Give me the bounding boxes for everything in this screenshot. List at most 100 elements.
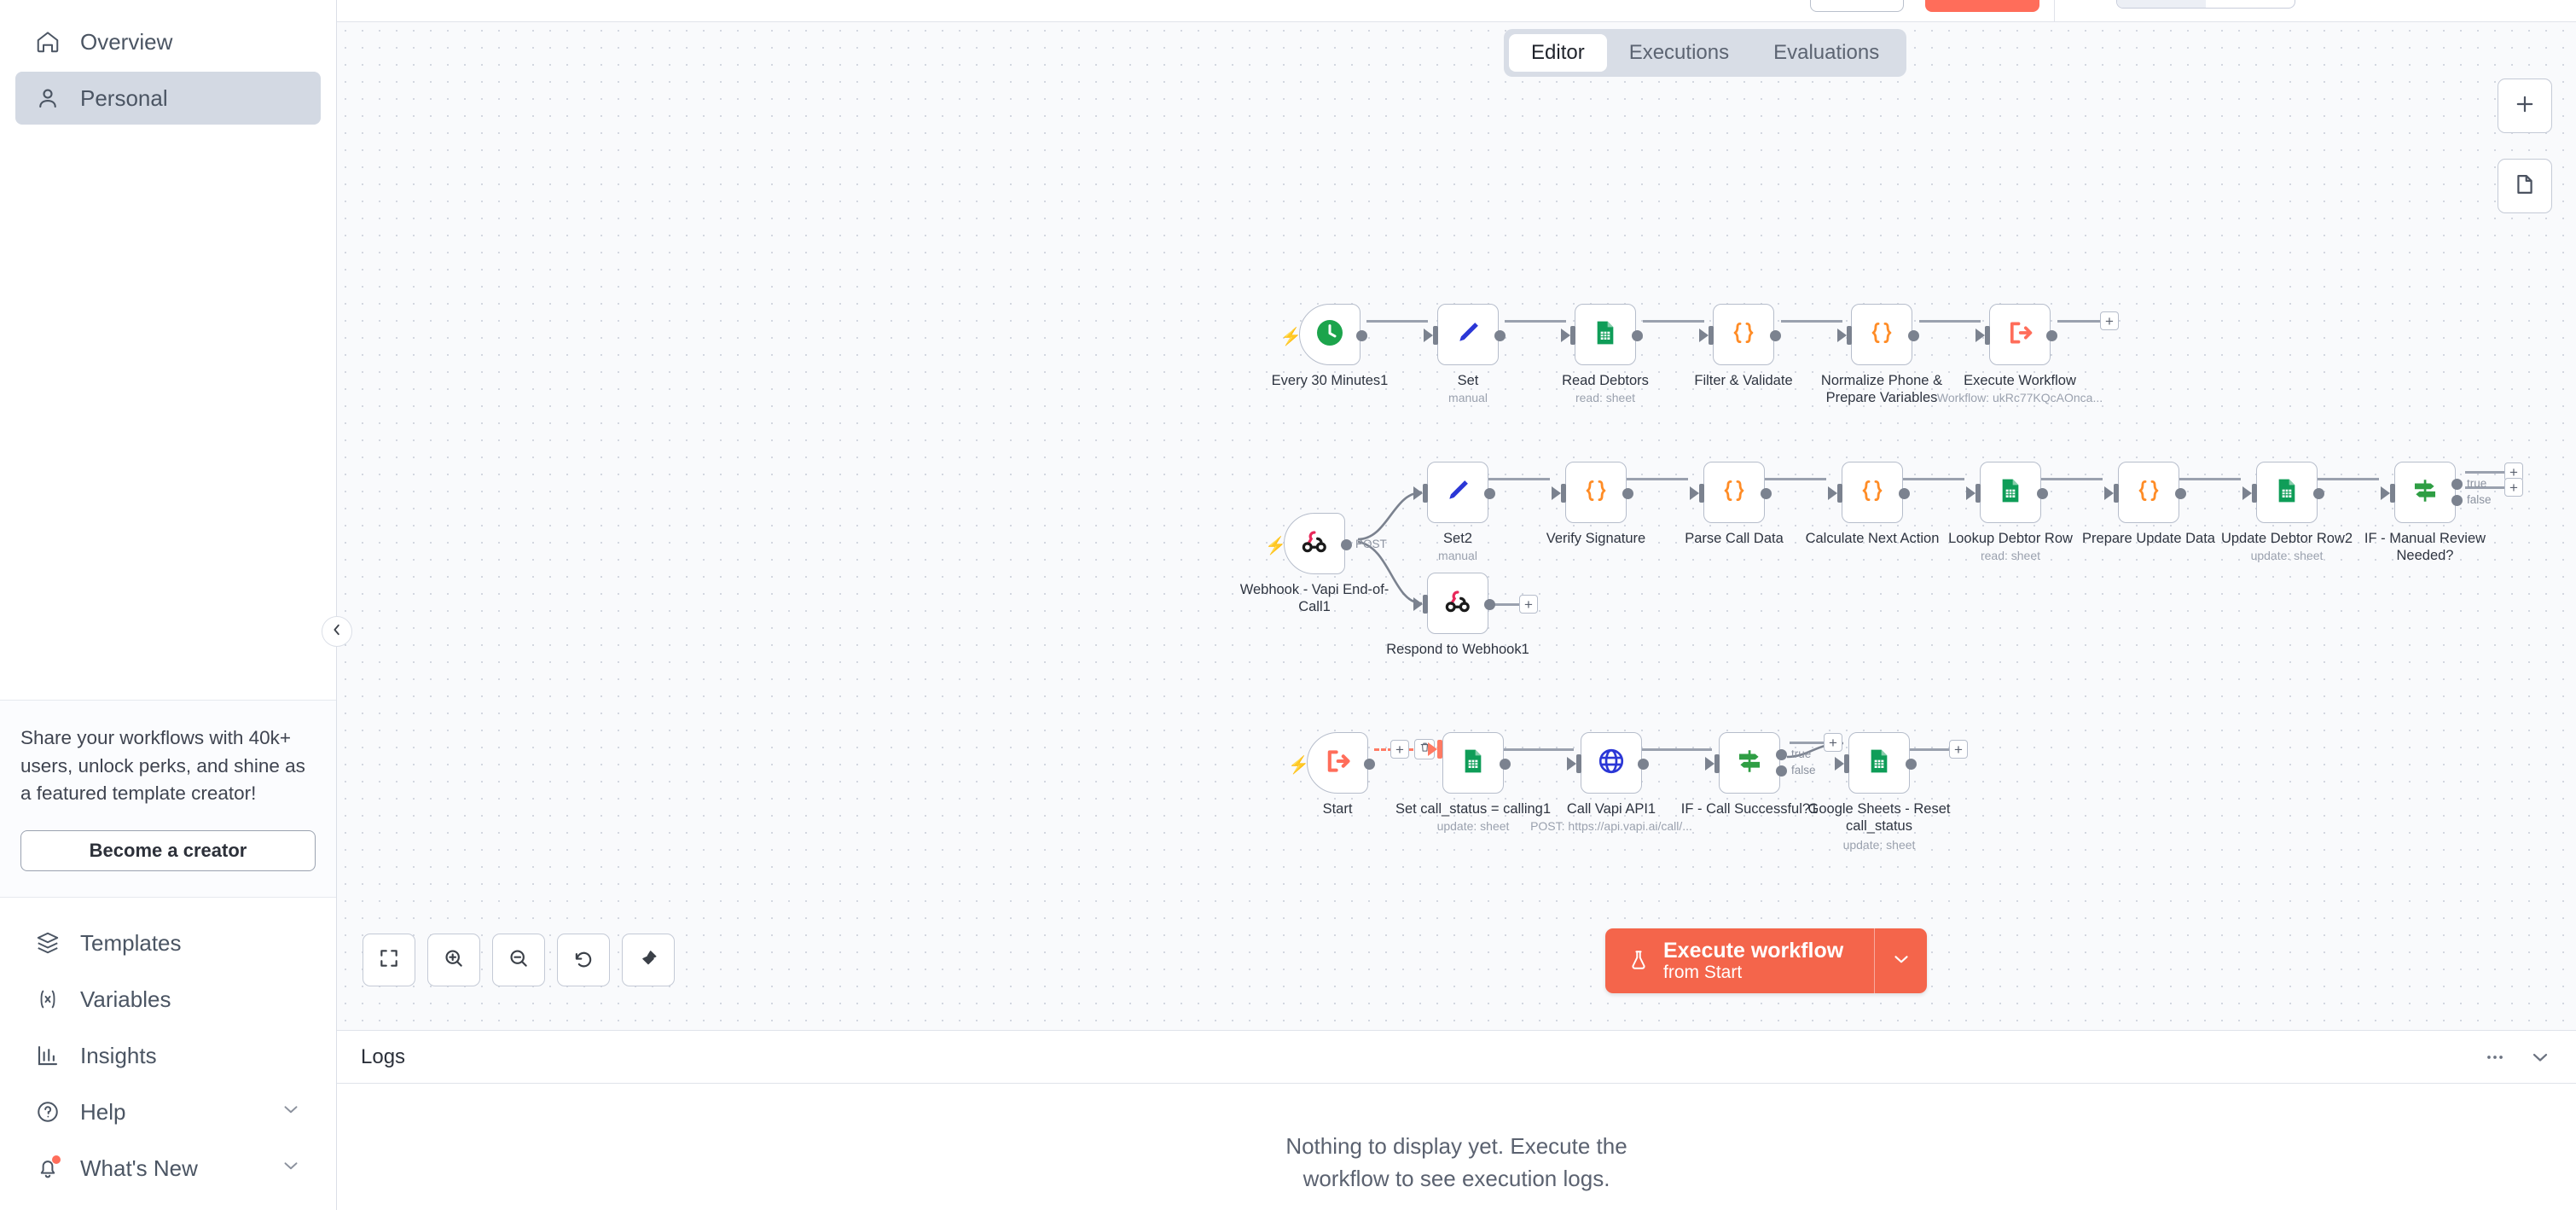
node-body[interactable]: true false	[1705, 732, 1816, 794]
topbar-secondary-button[interactable]	[1810, 0, 1904, 12]
node-body[interactable]	[1835, 732, 1917, 794]
sidebar-item-help[interactable]: Help	[15, 1085, 321, 1138]
add-node-button[interactable]	[2498, 79, 2552, 133]
sidebar-item-whats-new[interactable]: What's New	[15, 1142, 321, 1195]
add-node-stub-button-true[interactable]: +	[2504, 462, 2523, 481]
node-set[interactable]: Set manual	[1424, 304, 1506, 404]
input-port[interactable]	[1847, 326, 1852, 345]
node-respond-to-webhook1[interactable]: Respond to Webhook1	[1386, 573, 1529, 657]
node-if-call-successful1[interactable]: true false IF - Call Successful?1	[1681, 732, 1818, 817]
node-google-sheets-reset-call-status[interactable]: Google Sheets - Reset call_status update…	[1808, 732, 1950, 852]
input-port[interactable]	[1976, 484, 1981, 503]
input-port[interactable]	[1433, 326, 1438, 345]
output-port[interactable]	[2037, 488, 2048, 499]
input-port[interactable]	[1570, 326, 1575, 345]
ellipsis-icon[interactable]	[2484, 1046, 2506, 1068]
output-port[interactable]	[1906, 759, 1917, 770]
input-port[interactable]	[1844, 754, 1849, 773]
output-port[interactable]	[2175, 488, 2186, 499]
output-port[interactable]	[1341, 539, 1352, 550]
input-port[interactable]	[1709, 326, 1714, 345]
node-body[interactable]	[1424, 304, 1506, 365]
node-execute-workflow[interactable]: Execute Workflow Workflow: ukRc77KQcAOnc…	[1937, 304, 2103, 404]
output-port[interactable]	[1356, 330, 1367, 341]
node-call-vapi-api1[interactable]: Call Vapi API1 POST: https://api.vapi.ai…	[1530, 732, 1692, 833]
node-verify-signature[interactable]: Verify Signature	[1546, 462, 1645, 546]
sidebar-item-overview[interactable]: Overview	[15, 15, 321, 68]
sidebar-item-templates[interactable]: Templates	[15, 916, 321, 969]
input-port[interactable]	[1985, 326, 1990, 345]
add-sticky-note-button[interactable]	[2498, 159, 2552, 213]
output-port[interactable]	[1770, 330, 1781, 341]
node-body[interactable]	[1976, 304, 2057, 365]
output-port[interactable]	[1899, 488, 1910, 499]
node-body[interactable]: true false	[2381, 462, 2492, 523]
logs-header[interactable]: Logs	[337, 1031, 2576, 1084]
sidebar-item-personal[interactable]: Personal	[15, 72, 321, 125]
input-port[interactable]	[2114, 484, 2119, 503]
edge-add-node-button[interactable]: +	[1390, 740, 1409, 759]
node-body[interactable]	[2104, 462, 2186, 523]
node-read-debtors[interactable]: Read Debtors read: sheet	[1561, 304, 1649, 404]
output-port[interactable]	[2046, 330, 2057, 341]
output-port[interactable]	[1622, 488, 1633, 499]
sidebar-collapse-button[interactable]	[322, 616, 352, 647]
output-port[interactable]	[1638, 759, 1649, 770]
workflow-canvas[interactable]: Editor Executions Evaluations	[337, 22, 2576, 1030]
node-body[interactable]	[1552, 462, 1633, 523]
execute-workflow-dropdown-button[interactable]	[1874, 928, 1928, 993]
node-body[interactable]	[1307, 732, 1375, 794]
node-every-30-minutes1[interactable]: ⚡ Every 30 Minutes1	[1272, 304, 1388, 388]
node-body[interactable]	[1413, 573, 1495, 634]
chevron-down-icon[interactable]	[2528, 1045, 2552, 1069]
tab-evaluations[interactable]: Evaluations	[1773, 41, 1880, 64]
input-port[interactable]	[1437, 740, 1442, 759]
input-port[interactable]	[1576, 754, 1581, 773]
node-normalize-phone-prepare-variables[interactable]: Normalize Phone & Prepare Variables	[1821, 304, 1942, 405]
node-start[interactable]: ⚡ Start	[1288, 732, 1375, 817]
input-port[interactable]	[1561, 484, 1566, 503]
node-body[interactable]	[1567, 732, 1649, 794]
input-port[interactable]	[1837, 484, 1842, 503]
output-port[interactable]	[2313, 488, 2324, 499]
input-port[interactable]	[2390, 484, 2395, 503]
add-node-stub-button[interactable]: +	[1519, 595, 1538, 614]
node-body[interactable]	[1828, 462, 1910, 523]
node-parse-call-data[interactable]: Parse Call Data	[1685, 462, 1784, 546]
input-port[interactable]	[1423, 595, 1428, 614]
node-body[interactable]	[1442, 732, 1511, 794]
sidebar-item-variables[interactable]: Variables	[15, 973, 321, 1026]
output-port[interactable]	[1632, 330, 1643, 341]
zoom-to-fit-button[interactable]	[363, 934, 415, 986]
zoom-in-button[interactable]	[427, 934, 480, 986]
output-port-true[interactable]	[2451, 479, 2463, 490]
node-body[interactable]	[1690, 462, 1772, 523]
node-body[interactable]	[1837, 304, 1919, 365]
node-lookup-debtor-row[interactable]: Lookup Debtor Row read: sheet	[1948, 462, 2073, 562]
node-set2[interactable]: Set2 manual	[1413, 462, 1495, 562]
node-body[interactable]	[1284, 513, 1352, 574]
node-body[interactable]	[1413, 462, 1495, 523]
input-port[interactable]	[1699, 484, 1704, 503]
input-port[interactable]	[2252, 484, 2257, 503]
node-set-call-status-calling1[interactable]: Set call_status = calling1 update: sheet	[1395, 732, 1551, 833]
reset-zoom-button[interactable]	[557, 934, 610, 986]
node-body[interactable]	[1966, 462, 2048, 523]
input-port[interactable]	[1423, 484, 1428, 503]
node-calculate-next-action[interactable]: Calculate Next Action	[1806, 462, 1939, 546]
topbar-toggle-group[interactable]	[2116, 0, 2295, 9]
node-prepare-update-data[interactable]: Prepare Update Data	[2082, 462, 2215, 546]
become-a-creator-button[interactable]: Become a creator	[20, 830, 316, 871]
node-webhook-vapi-end-of-call1[interactable]: ⚡ Webhook - Vapi End-of- Call1 P	[1240, 513, 1389, 614]
tab-executions[interactable]: Executions	[1628, 41, 1730, 64]
tidy-up-button[interactable]	[622, 934, 675, 986]
output-port-false[interactable]	[1776, 765, 1787, 777]
node-body[interactable]	[2242, 462, 2324, 523]
add-node-stub-button[interactable]: +	[1949, 740, 1968, 759]
add-node-stub-button[interactable]: +	[2100, 311, 2119, 330]
output-port[interactable]	[1761, 488, 1772, 499]
output-port[interactable]	[1364, 759, 1375, 770]
output-port[interactable]	[1494, 330, 1506, 341]
output-port[interactable]	[1484, 488, 1495, 499]
tab-editor[interactable]: Editor	[1509, 34, 1607, 72]
